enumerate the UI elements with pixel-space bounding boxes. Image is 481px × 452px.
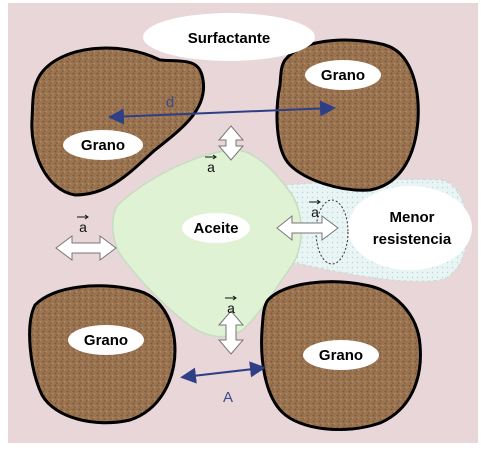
less-resistance-label-line2: resistencia — [373, 231, 452, 248]
less-resistance-label-line1: Menor — [390, 209, 435, 226]
svg-text:a: a — [311, 204, 319, 220]
less-resistance-bubble — [348, 186, 472, 270]
grain-top-right-label: Grano — [321, 67, 365, 84]
distance-A-label: A — [223, 389, 233, 406]
grain-top-left-label: Grano — [81, 137, 125, 154]
svg-text:a: a — [227, 300, 235, 316]
grain-bottom-right-label: Grano — [319, 347, 363, 364]
oil-label: Aceite — [193, 220, 238, 237]
svg-text:a: a — [207, 159, 215, 175]
surfactant-label: Surfactante — [188, 30, 271, 47]
distance-d-label: d — [166, 94, 174, 111]
svg-text:a: a — [79, 219, 87, 235]
grain-bottom-left-label: Grano — [84, 332, 128, 349]
